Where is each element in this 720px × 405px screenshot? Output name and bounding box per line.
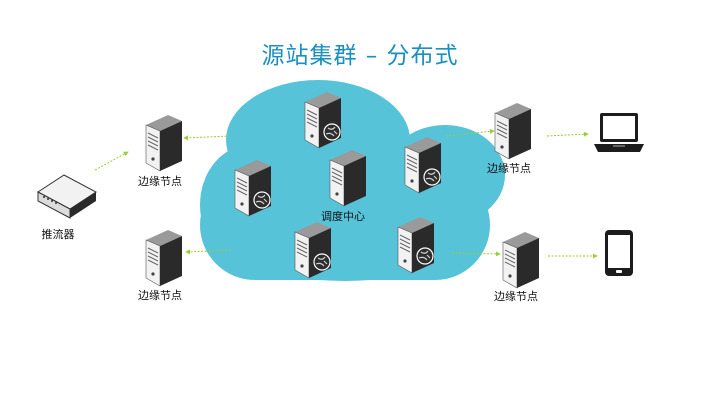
diagram-title: 源站集群 – 分布式 bbox=[261, 43, 459, 69]
connection-arrows bbox=[94, 128, 598, 259]
arrow-edge-to-laptop bbox=[546, 131, 589, 137]
origin-server-icon bbox=[304, 91, 342, 149]
arrow-cloud-to-edge-bottom-left bbox=[185, 249, 232, 255]
stream-pusher-icon bbox=[37, 174, 97, 219]
edge-node-label-top-left: 边缘节点 bbox=[138, 175, 182, 188]
edge-node-label-bottom-right: 边缘节点 bbox=[494, 290, 538, 303]
pusher-label: 推流器 bbox=[41, 228, 75, 241]
arrow-cloud-to-edge-bottom-right bbox=[451, 251, 501, 257]
origin-server-icon bbox=[294, 221, 332, 279]
edge-server-icon bbox=[494, 102, 532, 160]
arrow-pusher-to-edge-top-left bbox=[94, 151, 129, 171]
origin-server-icon bbox=[397, 216, 435, 274]
edge-server-icon bbox=[145, 229, 183, 287]
edge-node-label-bottom-left: 边缘节点 bbox=[138, 289, 182, 302]
laptop-icon bbox=[594, 113, 644, 152]
arrow-cloud-to-edge-top-right bbox=[445, 128, 495, 137]
edge-server-icon bbox=[502, 231, 540, 289]
origin-server-icon bbox=[404, 136, 442, 194]
phone-icon bbox=[605, 230, 633, 276]
dispatch-center-label: 调度中心 bbox=[321, 210, 365, 223]
edge-node-label-top-right: 边缘节点 bbox=[487, 162, 531, 175]
dispatch-server-icon bbox=[329, 149, 367, 207]
arrow-cloud-to-edge-top-left bbox=[183, 135, 231, 141]
edge-server-icon bbox=[145, 114, 183, 172]
origin-server-icon bbox=[234, 159, 272, 217]
